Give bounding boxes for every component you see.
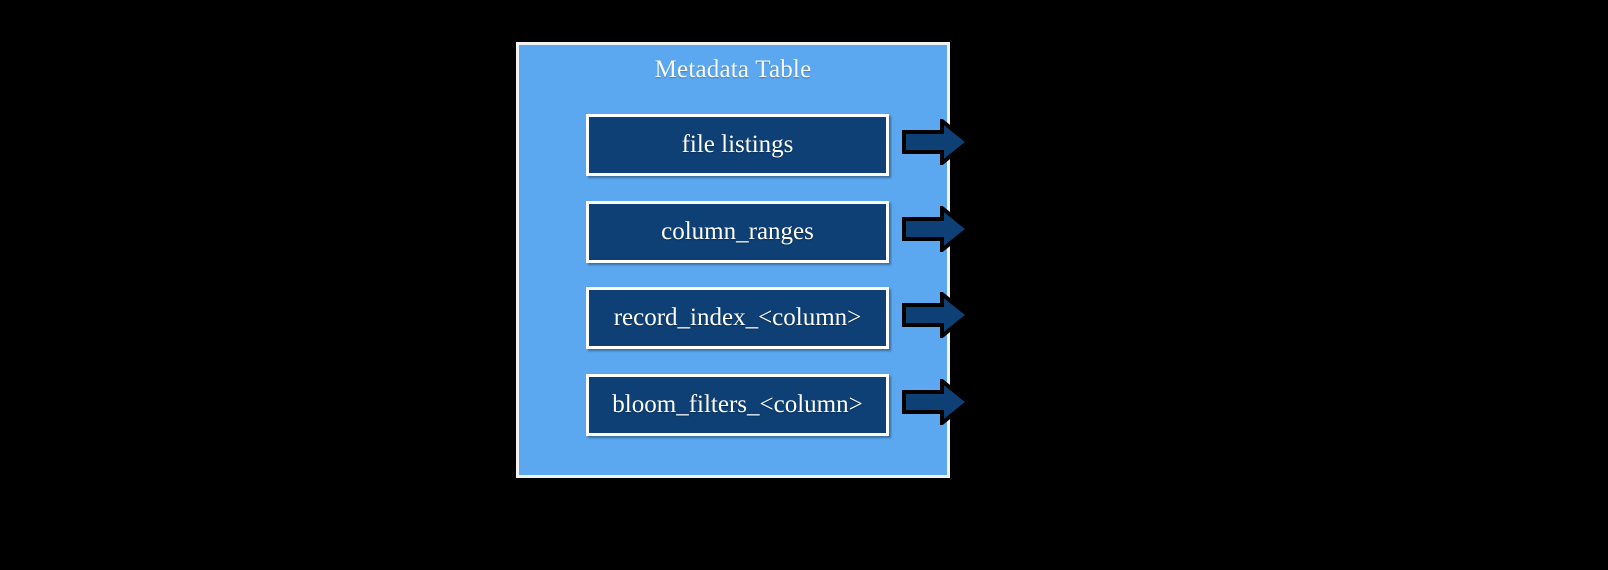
metadata-row-bloom-filters[interactable]: bloom_filters_<column>	[586, 374, 889, 436]
right-arrow-icon	[902, 206, 970, 252]
metadata-table-panel: Metadata Table file listings column_rang…	[516, 42, 950, 478]
metadata-row-file-listings[interactable]: file listings	[586, 114, 889, 176]
metadata-row-label: record_index_<column>	[613, 304, 862, 331]
panel-title: Metadata Table	[654, 56, 812, 83]
metadata-row-label: file listings	[681, 131, 794, 158]
metadata-row-record-index[interactable]: record_index_<column>	[586, 287, 889, 349]
metadata-row-label: column_ranges	[661, 218, 814, 245]
right-arrow-icon	[902, 292, 970, 338]
right-arrow-icon	[902, 379, 970, 425]
right-arrow-icon	[902, 119, 970, 165]
metadata-row-column-ranges[interactable]: column_ranges	[586, 201, 889, 263]
metadata-row-label: bloom_filters_<column>	[612, 391, 863, 418]
